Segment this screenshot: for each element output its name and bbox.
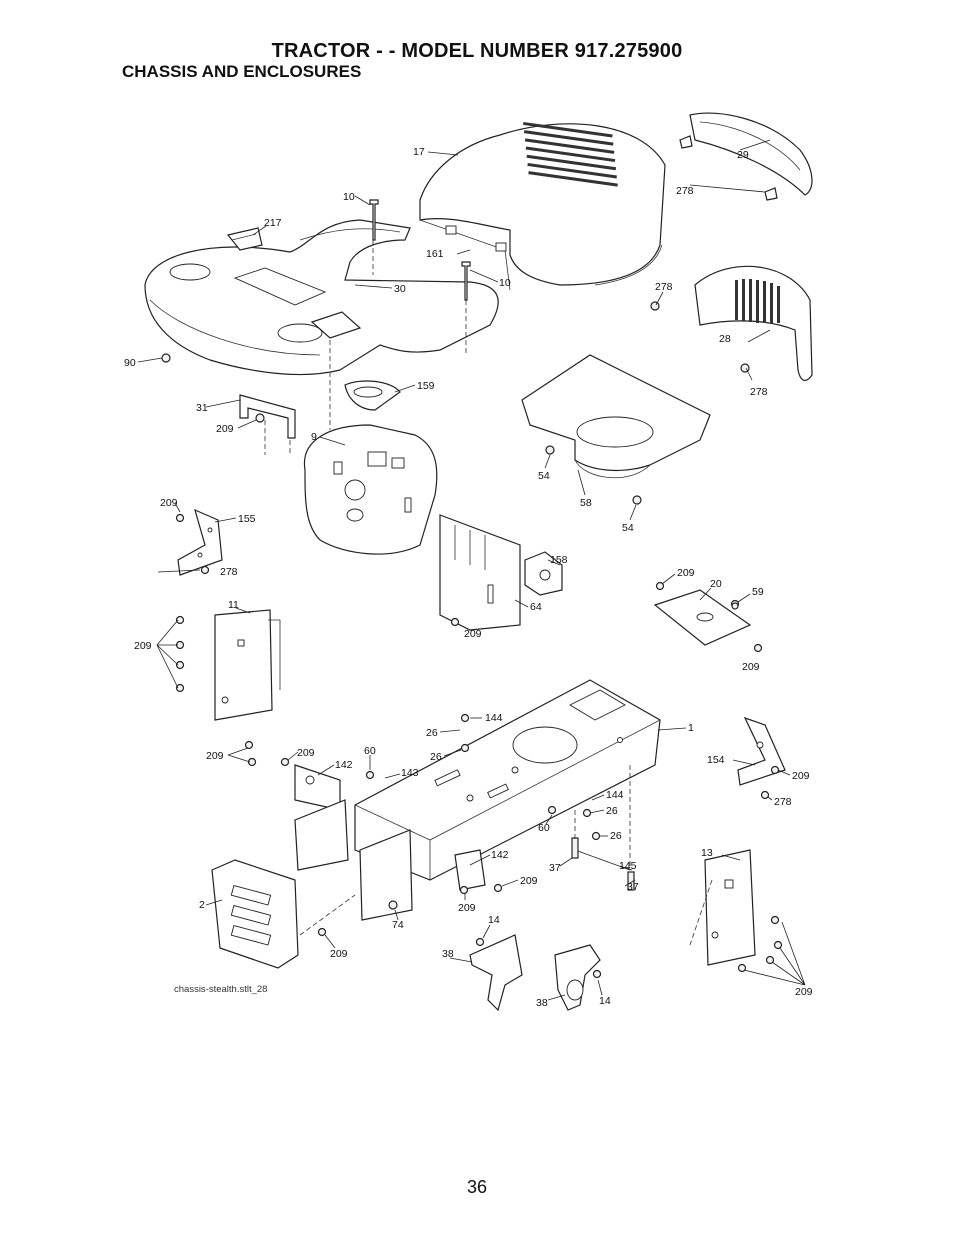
callout-label: 209 [795,986,813,998]
callout-label: 209 [160,497,178,509]
bracket-154-part [737,716,786,786]
callout-label: 64 [530,601,542,613]
callout-label: 59 [752,586,764,598]
lever-part [226,227,263,251]
leader-lines [137,139,806,1001]
callout-label: 145 [619,860,637,872]
side-panel-142-right [359,829,486,921]
callout-label: 209 [458,902,476,914]
callout-label: 11 [228,599,239,611]
callout-label: 60 [364,745,376,757]
callout-label: 209 [134,640,152,652]
callout-label: 31 [196,402,208,414]
side-panel-142-left [294,764,349,871]
callout-label: 158 [550,554,568,566]
bracket-38-right [554,944,601,1011]
callout-label: 278 [676,185,694,197]
fender-part [144,219,499,376]
callout-label: 28 [719,333,731,345]
callout-label: 217 [264,217,282,229]
fasteners [161,199,783,979]
callout-label: 10 [499,277,511,289]
callout-label: 209 [206,750,224,762]
callout-label: 209 [742,661,760,673]
callout-label: 155 [238,513,256,525]
callout-label: 2 [199,899,205,911]
callout-label: 58 [580,497,592,509]
callout-label: 20 [710,578,722,590]
callout-label: 278 [750,386,768,398]
callout-label: 159 [417,380,435,392]
callout-label: 37 [549,862,561,874]
callout-label: 209 [520,875,538,887]
callout-label: 154 [707,754,725,766]
callout-label: 60 [538,822,550,834]
callout-label: 144 [485,712,503,724]
guide-lines [264,240,713,946]
callout-label: 26 [610,830,622,842]
callout-label: 37 [627,881,639,893]
callout-label: 29 [737,149,749,161]
section-subtitle: CHASSIS AND ENCLOSURES [122,62,362,81]
bracket-158-part [524,551,563,596]
front-panel-2-part [211,859,299,969]
callout-label: 9 [311,431,317,443]
callout-label: 14 [599,995,611,1007]
callout-label: 26 [430,751,442,763]
cupholder-part [344,380,401,411]
panel-13-part [704,849,756,966]
hood-part [419,121,666,291]
callout-label: 161 [426,248,444,260]
callout-label: 143 [401,767,419,779]
grille-part [679,112,813,201]
callout-label: 74 [392,919,404,931]
callout-label: 26 [426,727,438,739]
callout-label: 144 [606,789,624,801]
callout-label: 54 [622,522,634,534]
callout-label: 209 [330,948,348,960]
bracket-31-part [239,394,296,439]
page-title: TRACTOR - - MODEL NUMBER 917.275900 [271,40,683,62]
callout-label: 1 [688,722,694,734]
callout-label: 13 [701,847,713,859]
callout-label: 209 [464,628,482,640]
callout-label: 54 [538,470,550,482]
dash-panel-part [303,424,438,555]
callout-label: 38 [442,948,454,960]
callout-label: 30 [394,283,406,295]
callout-label: 10 [343,191,355,203]
front-grille-part [694,265,813,382]
plate-20-part [653,589,752,646]
callout-label: 142 [491,849,509,861]
callout-label: 209 [297,747,315,759]
callout-label: 14 [488,914,500,926]
callout-label: 278 [220,566,238,578]
bracket-38-left [469,934,523,1012]
callout-label: 26 [606,805,618,817]
callout-label: 17 [413,146,425,158]
callout-label: 209 [792,770,810,782]
callout-label: 278 [774,796,792,808]
dash-support-part [439,514,521,631]
callout-label: 38 [536,997,548,1009]
panel-11-part [214,609,281,721]
page-number: 36 [466,1177,488,1197]
callout-labels: 17 29 278 10 217 161 30 10 278 28 278 90… [124,146,813,1009]
callout-label: 90 [124,357,136,369]
diagram-filename: chassis-stealth.stlt_28 [174,984,268,995]
main-frame-part [354,679,661,881]
callout-label: 142 [335,759,353,771]
seat-pan-part [521,354,711,479]
callout-label: 209 [216,423,234,435]
bracket-155-part [177,508,223,576]
callout-label: 278 [655,281,673,293]
callout-label: 209 [677,567,695,579]
